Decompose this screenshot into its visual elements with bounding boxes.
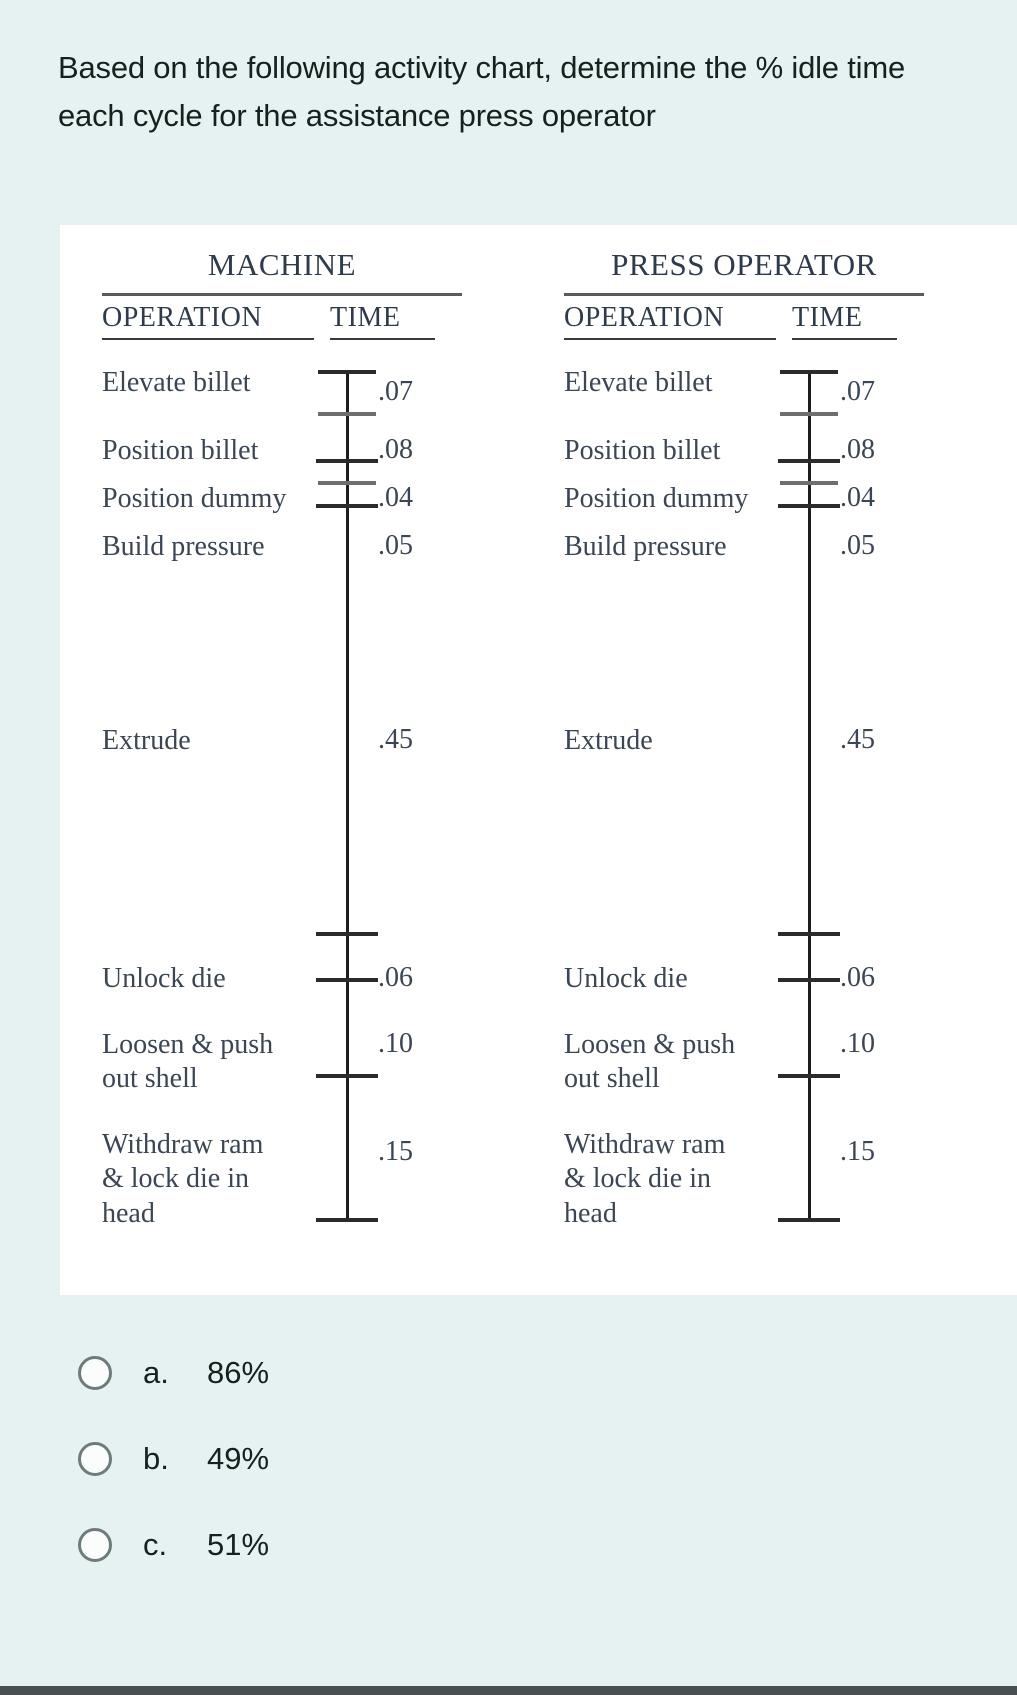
radio-button-b[interactable]	[78, 1442, 112, 1476]
axis-tick	[778, 978, 840, 982]
time-value: .07	[378, 376, 413, 407]
axis-tick	[316, 978, 378, 982]
axis-tick	[778, 504, 840, 508]
column-title-machine: MACHINE	[207, 247, 357, 282]
bottom-scrollbar[interactable]	[0, 1686, 1017, 1695]
time-value: .45	[840, 724, 875, 755]
option-text-a: 86%	[207, 1355, 270, 1390]
axis-tick	[778, 459, 840, 463]
axis-tick	[778, 932, 840, 936]
radio-button-a[interactable]	[78, 1356, 112, 1390]
axis-tick-end	[316, 1218, 378, 1222]
axis-tick-start	[318, 370, 376, 374]
column-subheaders-machine: OPERATION TIME	[102, 302, 462, 340]
operation-label: Position billet	[102, 435, 259, 466]
axis-tick-start	[780, 370, 838, 374]
axis-tick	[316, 1074, 378, 1078]
chart-columns: MACHINE OPERATION TIME Elevat	[60, 225, 1017, 1254]
subheader-operation: OPERATION	[102, 302, 314, 340]
time-value: .05	[378, 530, 413, 561]
time-value: .10	[378, 1028, 413, 1059]
option-letter-a: a.	[143, 1355, 169, 1390]
time-value: .08	[378, 434, 413, 465]
operation-label: Withdraw ram & lock die in head	[102, 1129, 264, 1229]
operation-label: Elevate billet	[564, 367, 713, 398]
axis-tick	[318, 412, 376, 416]
axis-tick	[318, 481, 376, 485]
axis-tick	[780, 481, 838, 485]
axis-tick	[316, 932, 378, 936]
operation-label: Build pressure	[102, 531, 265, 562]
time-value: .06	[378, 962, 413, 993]
axis-tick	[778, 1074, 840, 1078]
subheader-operation: OPERATION	[564, 302, 776, 340]
time-value: .05	[840, 530, 875, 561]
time-axis-line	[808, 372, 811, 1220]
option-row-c[interactable]: c. 51%	[0, 1502, 1017, 1588]
option-text-b: 49%	[207, 1441, 270, 1476]
axis-tick	[316, 459, 378, 463]
radio-button-c[interactable]	[78, 1528, 112, 1562]
chart-column-machine: MACHINE OPERATION TIME Elevat	[78, 247, 518, 1254]
subheader-time: TIME	[330, 302, 435, 340]
title-rule	[564, 293, 924, 296]
option-row-a[interactable]: a. 86%	[0, 1330, 1017, 1416]
column-subheaders-press-operator: OPERATION TIME	[564, 302, 924, 340]
option-row-b[interactable]: b. 49%	[0, 1416, 1017, 1502]
question-text: Based on the following activity chart, d…	[58, 50, 906, 134]
operation-label: Unlock die	[102, 963, 226, 994]
answer-options: a. 86% b. 49% c. 51%	[0, 1330, 1017, 1588]
operation-label: Position dummy	[102, 483, 287, 514]
operation-label: Loosen & push out shell	[564, 1029, 736, 1095]
axis-tick-end	[778, 1218, 840, 1222]
option-letter-b: b.	[143, 1441, 169, 1476]
axis-tick	[316, 504, 378, 508]
time-value: .45	[378, 724, 413, 755]
option-letter-c: c.	[143, 1527, 168, 1562]
time-value: .15	[378, 1136, 413, 1167]
column-title-press-operator: PRESS OPERATOR	[611, 247, 877, 282]
subheader-time: TIME	[792, 302, 897, 340]
timeline-press-operator: Elevate billet .07 Position billet .08 P…	[540, 354, 980, 1254]
time-axis-line	[346, 372, 349, 1220]
chart-column-press-operator: PRESS OPERATOR OPERATION TIME Elevate bi…	[540, 247, 980, 1254]
option-text-c: 51%	[207, 1527, 270, 1562]
operation-label: Loosen & push out shell	[102, 1029, 274, 1095]
time-value: .08	[840, 434, 875, 465]
operation-label: Extrude	[102, 725, 191, 756]
activity-chart-card: MACHINE OPERATION TIME Elevat	[60, 225, 1017, 1295]
timeline-machine: Elevate billet .07 Position billet .08 P…	[78, 354, 518, 1254]
time-value: .10	[840, 1028, 875, 1059]
axis-tick	[780, 412, 838, 416]
time-value: .04	[840, 482, 875, 513]
time-value: .15	[840, 1136, 875, 1167]
operation-label: Position dummy	[564, 483, 749, 514]
operation-label: Extrude	[564, 725, 653, 756]
operation-label: Build pressure	[564, 531, 727, 562]
title-rule	[102, 293, 462, 296]
time-value: .06	[840, 962, 875, 993]
operation-label: Unlock die	[564, 963, 688, 994]
operation-label: Withdraw ram & lock die in head	[564, 1129, 726, 1229]
operation-label: Elevate billet	[102, 367, 251, 398]
time-value: .04	[378, 482, 413, 513]
operation-label: Position billet	[564, 435, 721, 466]
question-block: Based on the following activity chart, d…	[0, 0, 1017, 140]
time-value: .07	[840, 376, 875, 407]
